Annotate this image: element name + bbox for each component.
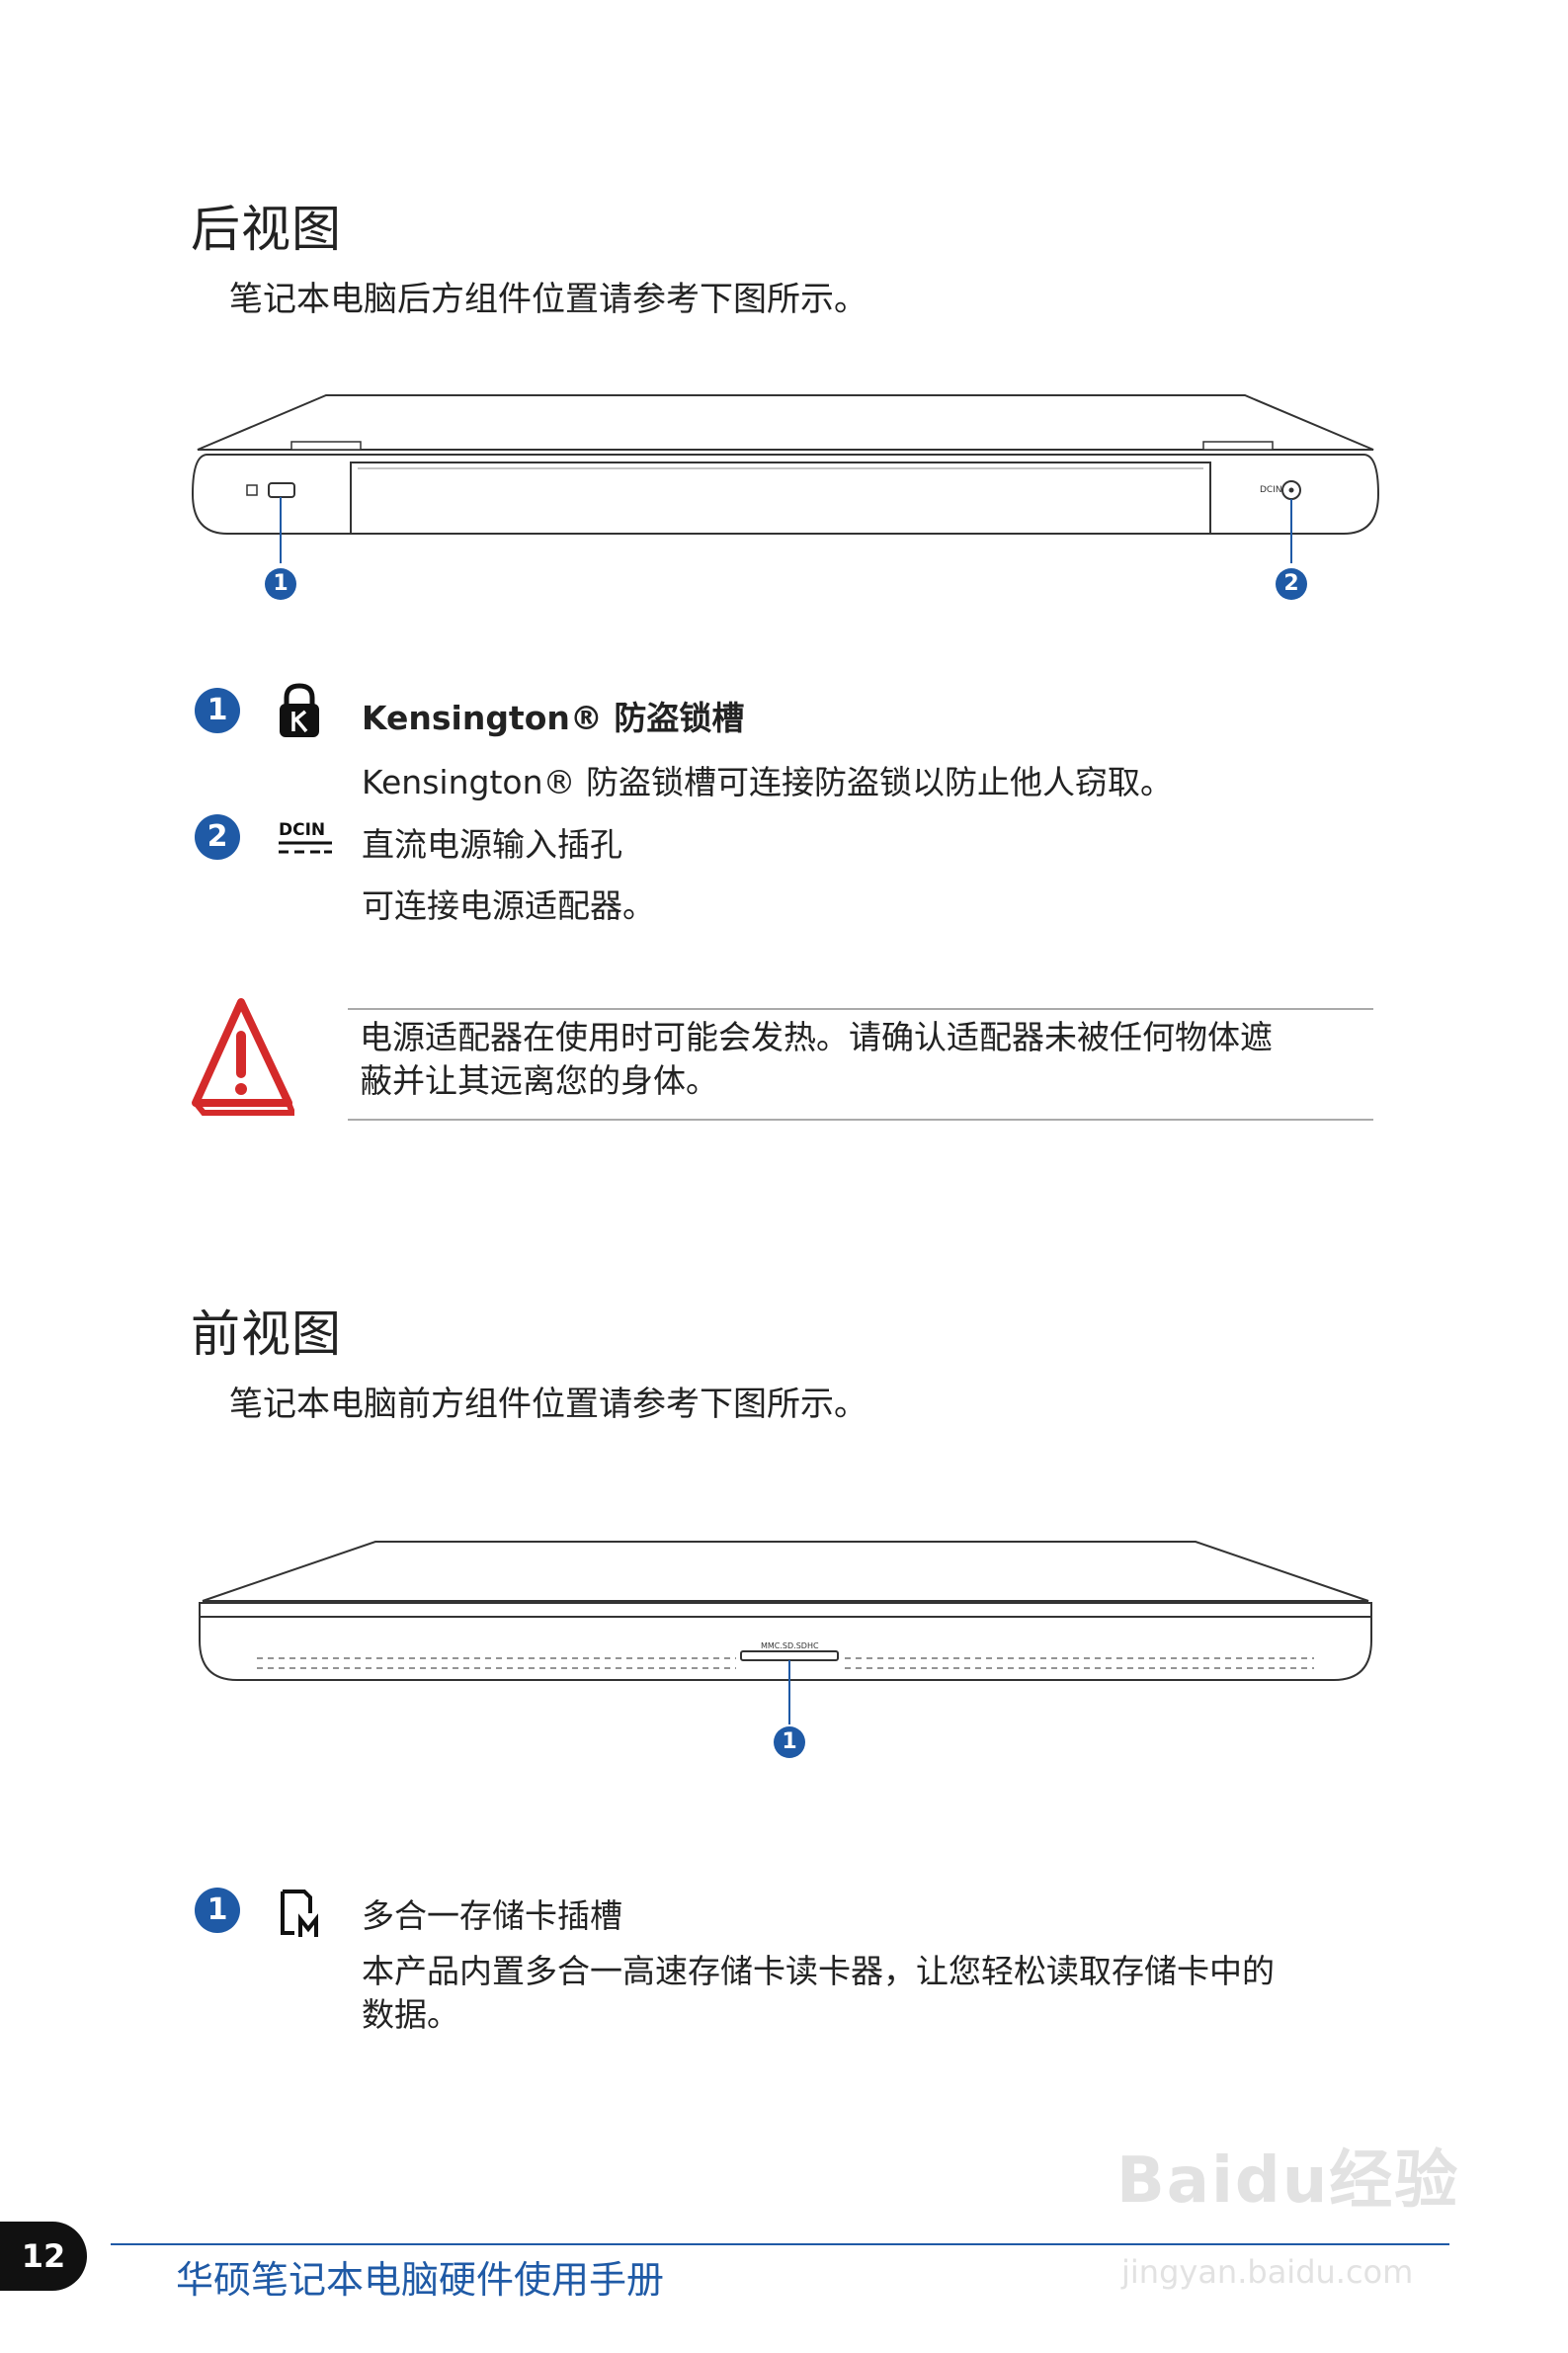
item-desc-card-reader-line2: 数据。 bbox=[362, 1995, 459, 2034]
item-number-2: 2 bbox=[195, 814, 240, 860]
front-callout-1: 1 bbox=[774, 1726, 805, 1758]
kensington-lock-icon bbox=[280, 683, 319, 737]
rear-callout-1: 1 bbox=[265, 568, 296, 600]
warning-top-rule bbox=[348, 1008, 1373, 1010]
item-desc-dcin: 可连接电源适配器。 bbox=[362, 886, 655, 925]
front-slot-label: MMC.SD.SDHC bbox=[761, 1641, 819, 1650]
item-desc-card-reader-line1: 本产品内置多合一高速存储卡读卡器，让您轻松读取存储卡中的 bbox=[362, 1952, 1275, 1990]
front-item-number-1: 1 bbox=[195, 1888, 240, 1933]
lock-mini-icon bbox=[246, 484, 258, 496]
footer-rule bbox=[111, 2243, 1449, 2245]
warning-text-line2: 蔽并让其远离您的身体。 bbox=[360, 1061, 718, 1100]
warning-text-line1: 电源适配器在使用时可能会发热。请确认适配器未被任何物体遮 bbox=[360, 1018, 1273, 1056]
watermark-brand: Baidu经验 bbox=[1116, 2144, 1460, 2218]
item-number-1: 1 bbox=[195, 688, 240, 733]
item-title-dcin: 直流电源输入插孔 bbox=[362, 825, 622, 864]
rear-callout-2: 2 bbox=[1276, 568, 1307, 600]
rear-view-title: 后视图 bbox=[191, 201, 342, 258]
rear-laptop-illustration: DCIN bbox=[191, 394, 1380, 563]
item-desc-kensington: Kensington® 防盗锁槽可连接防盗锁以防止他人窃取。 bbox=[362, 763, 1173, 801]
dcin-icon-label: DCIN bbox=[279, 820, 325, 840]
memory-card-icon bbox=[281, 1890, 318, 1937]
page-number: 12 bbox=[0, 2222, 87, 2291]
warning-icon bbox=[192, 998, 294, 1116]
item-title-card-reader: 多合一存储卡插槽 bbox=[362, 1896, 622, 1935]
dcin-icon: DCIN bbox=[279, 820, 332, 854]
front-view-title: 前视图 bbox=[191, 1305, 342, 1363]
watermark-url: jingyan.baidu.com bbox=[1121, 2253, 1414, 2291]
item-title-kensington: Kensington® 防盗锁槽 bbox=[362, 699, 745, 737]
warning-bottom-rule bbox=[348, 1119, 1373, 1121]
footer-manual-title: 华硕笔记本电脑硬件使用手册 bbox=[176, 2258, 665, 2302]
rear-port-label: DCIN bbox=[1260, 485, 1282, 495]
front-laptop-illustration: MMC.SD.SDHC bbox=[199, 1541, 1372, 1724]
rear-view-intro: 笔记本电脑后方组件位置请参考下图所示。 bbox=[229, 280, 867, 319]
front-view-intro: 笔记本电脑前方组件位置请参考下图所示。 bbox=[229, 1385, 867, 1424]
card-slot bbox=[740, 1650, 839, 1661]
kensington-slot bbox=[268, 482, 295, 498]
